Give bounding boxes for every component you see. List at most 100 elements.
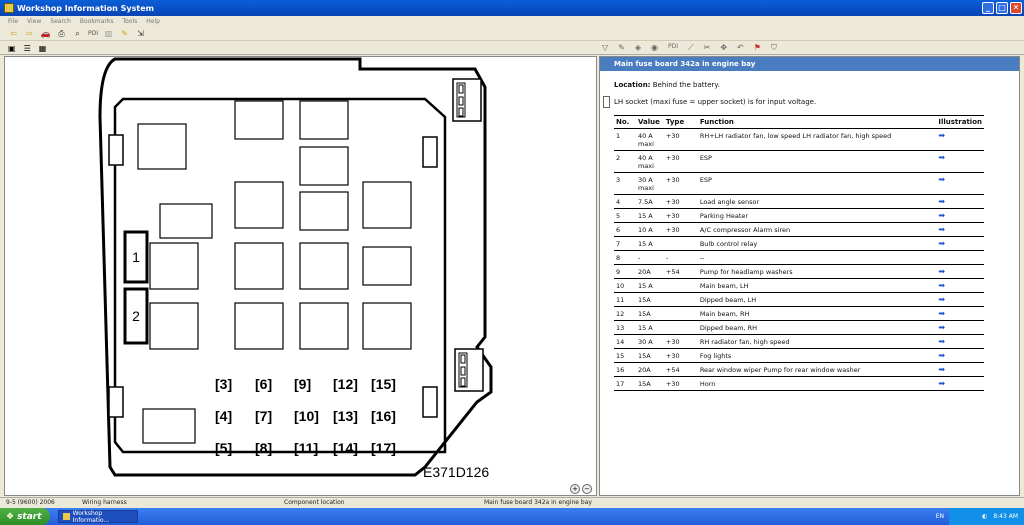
illustration-arrow-icon[interactable]: ➡ [936,278,984,293]
document-icon[interactable]: ▣ [8,43,16,53]
trash-icon[interactable]: ▥ [104,29,113,38]
left-clip-bottom [108,386,124,418]
zoom-out-icon[interactable]: − [582,484,592,494]
diagram-pane: 1 2 [3] [6] [9] [12] [15] [4] [7] [10] [… [4,56,597,496]
cell-no: 8 [614,250,636,265]
illustration-arrow-icon[interactable]: ➡ [936,376,984,391]
cell-no: 9 [614,264,636,279]
minimize-button[interactable]: _ [982,2,994,14]
cell-value: 15A [635,376,664,391]
col-illustration: Illustration [936,115,984,129]
pdi2-button[interactable]: PDI [668,43,679,50]
cell-function: -- [697,250,937,265]
windows-logo-icon: ❖ [6,511,15,522]
illustration-arrow-icon[interactable]: ➡ [936,150,984,173]
maximize-button[interactable]: □ [996,2,1008,14]
connector-bottom-right [454,348,484,392]
move-icon[interactable]: ✥ [720,43,728,52]
binoculars-icon[interactable]: ⌕ [75,28,80,38]
cell-value: 40 A maxi [635,128,664,151]
tool-icon-1[interactable]: ▽ [602,43,609,52]
illustration-arrow-icon[interactable]: ➡ [936,362,984,377]
illustration-arrow-icon[interactable]: ➡ [936,292,984,307]
location-label: Location: [614,81,651,89]
component-icon[interactable]: ◈ [634,43,642,52]
connector-top-right [452,78,482,122]
cell-value: 15A [635,306,664,321]
main-toolbar: ⇦ ⇨ 🚗 ⎙ ⌕ PDI ▥ ✎ ⇲ [0,27,1024,41]
doc-note: LH socket (maxi fuse = upper socket) is … [614,98,817,106]
collapse-icon[interactable] [603,96,610,108]
illustration-arrow-icon[interactable]: ➡ [936,172,984,195]
illustration-arrow-icon[interactable]: ➡ [936,264,984,279]
illustration-arrow-icon[interactable]: ➡ [936,320,984,335]
cell-function: ESP [697,150,937,173]
menu-search[interactable]: Search [50,17,71,25]
filter-icon[interactable]: ⛉ [770,43,777,52]
cursor-icon[interactable]: ⇲ [137,29,144,38]
illustration-arrow-icon[interactable]: ➡ [936,334,984,349]
cell-no: 12 [614,306,636,321]
zoom-in-icon[interactable]: + [570,484,580,494]
illustration-arrow-icon[interactable]: ➡ [936,306,984,321]
menu-bookmarks[interactable]: Bookmarks [79,17,114,25]
cell-function: ESP [697,172,937,195]
tool-cut-icon[interactable]: ✂ [703,43,711,52]
pdi-button[interactable]: PDI [88,30,99,37]
cell-function: Rear window wiper Pump for rear window w… [697,362,937,377]
status-bar: 9-5 (9600) 2006 Wiring harness Component… [0,497,1024,507]
cell-no: 15 [614,348,636,363]
cell-type: +54 [663,264,698,279]
language-indicator[interactable]: EN [935,513,944,520]
tool-pen-icon[interactable]: ⟋ [688,43,694,52]
cell-function: Bulb control relay [697,236,937,251]
table-row: 8---- [614,250,984,265]
undo-icon[interactable]: ↶ [737,43,744,52]
illustration-arrow-icon[interactable]: ➡ [936,128,984,151]
cell-no: 17 [614,376,636,391]
list-icon[interactable]: ☰ [23,43,31,53]
print-icon[interactable]: ⎙ [58,28,65,38]
illustration-arrow-icon[interactable]: ➡ [936,348,984,363]
tray-app-icon[interactable]: ◐ [982,513,988,520]
status-page: Main fuse board 342a in engine bay [484,499,592,506]
close-button[interactable]: ✕ [1010,2,1022,14]
car-icon[interactable]: 🚗 [40,29,51,38]
back-arrow-icon[interactable]: ⇦ [10,29,17,38]
cell-type: +30 [663,348,698,363]
cell-no: 5 [614,208,636,223]
fuse-7: [7] [255,408,272,424]
cell-type [663,278,698,293]
maxi-fuse-1-label: 1 [132,249,140,265]
cell-function: Dipped beam, LH [697,292,937,307]
illustration-arrow-icon[interactable] [936,250,984,265]
zoom-controls: + − [570,484,592,494]
menu-tools[interactable]: Tools [122,17,138,25]
menu-file[interactable]: File [8,17,19,25]
grid-icon[interactable]: ▦ [38,43,47,53]
menu-help[interactable]: Help [146,17,160,25]
forward-arrow-icon[interactable]: ⇨ [26,29,33,38]
location-line: Location: Behind the battery. [614,81,1005,89]
start-button[interactable]: ❖ start [0,508,50,525]
illustration-arrow-icon[interactable]: ➡ [936,194,984,209]
menu-view[interactable]: View [27,17,42,25]
taskbar-window-button[interactable]: Workshop Informatio... [58,510,138,524]
diagnostic-icon[interactable]: ◉ [651,43,658,52]
cell-function: Horn [697,376,937,391]
illustration-arrow-icon[interactable]: ➡ [936,236,984,251]
illustration-arrow-icon[interactable]: ➡ [936,208,984,223]
table-header-row: No. Value Type Function Illustration [614,115,984,129]
pencil-icon[interactable]: ✎ [121,29,128,38]
casing-outline [98,57,493,477]
illustration-arrow-icon[interactable]: ➡ [936,222,984,237]
flag-icon[interactable]: ⚑ [753,43,761,52]
wrench-icon[interactable]: ✎ [618,43,625,52]
